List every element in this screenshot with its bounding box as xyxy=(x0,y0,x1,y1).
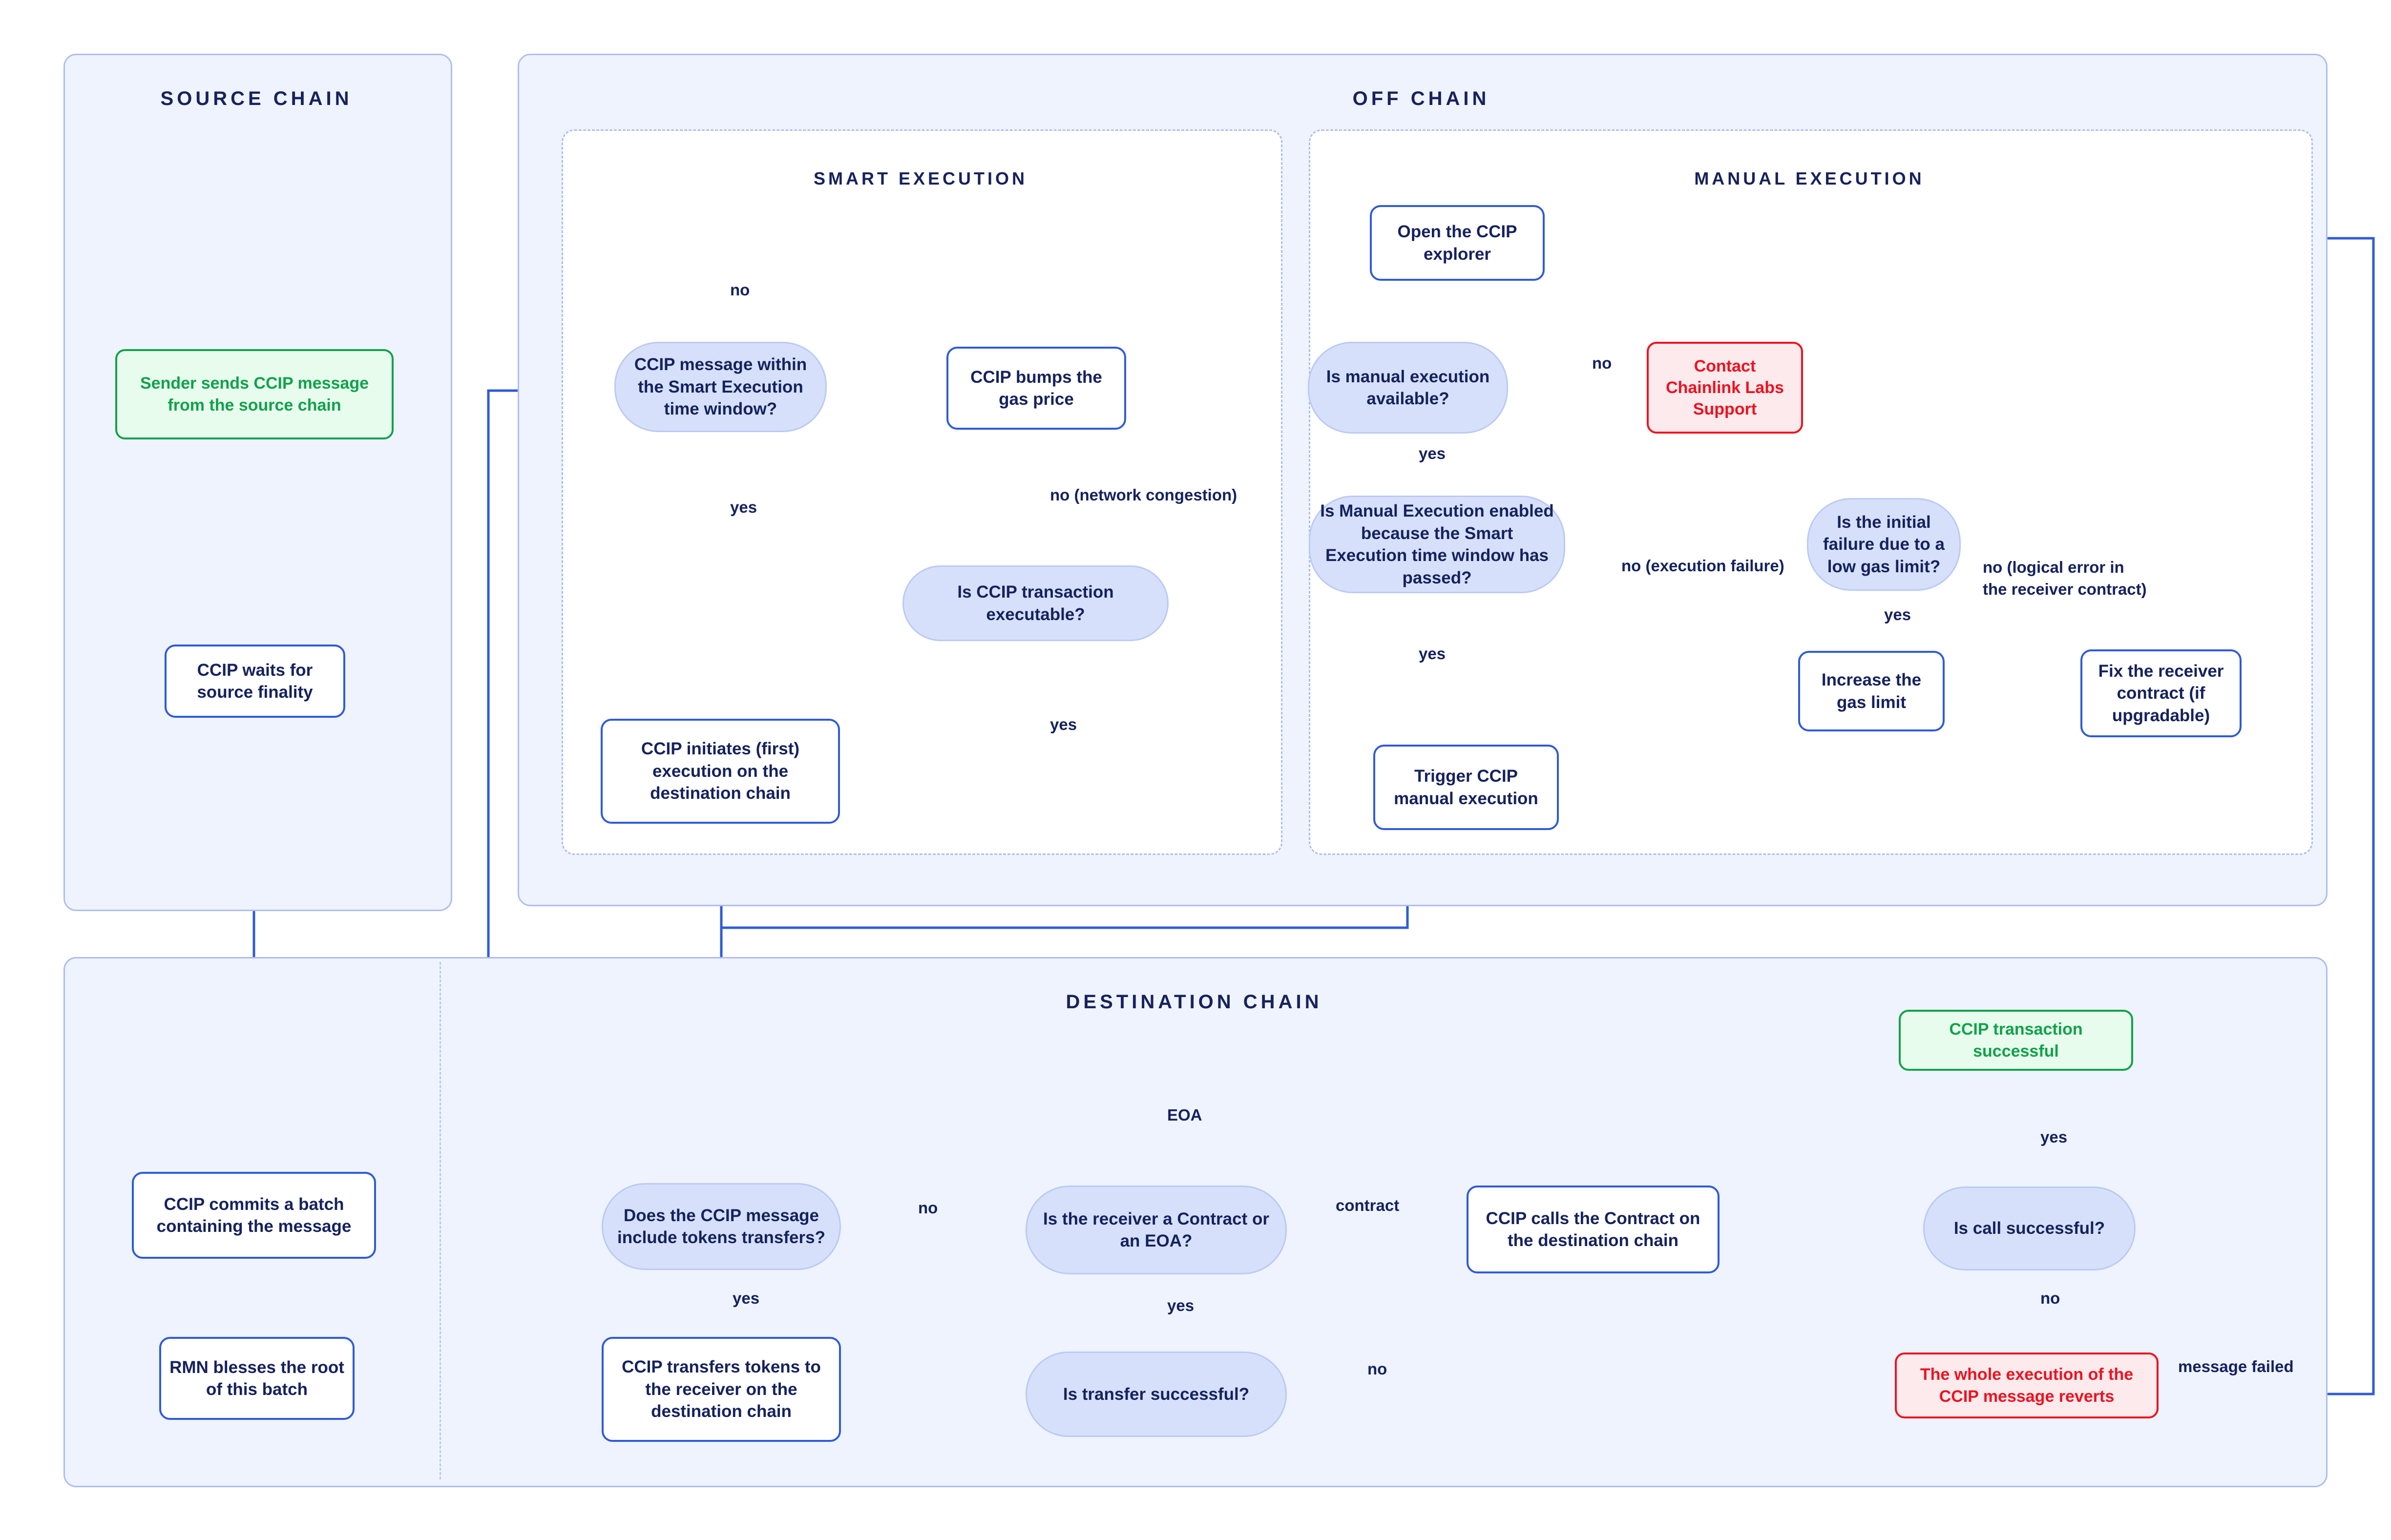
edge-label-include-tokens-yes: yes xyxy=(733,1289,760,1307)
node-execution-reverts-label: The whole execution of the CCIP message … xyxy=(1920,1365,2134,1406)
node-contact-chainlink-support-label: Contact Chainlink Labs Support xyxy=(1666,356,1784,419)
node-is-ccip-transaction-executable[interactable]: Is CCIP transaction executable? xyxy=(902,565,1169,641)
node-increase-gas-limit[interactable]: Increase the gas limit xyxy=(1798,651,1945,731)
node-is-call-successful-label: Is call successful? xyxy=(1953,1219,2105,1238)
node-increase-gas-limit-label: Increase the gas limit xyxy=(1821,670,1922,712)
edge-label-manual-available-yes: yes xyxy=(1419,444,1446,462)
edge-label-transfer-successful-no: no xyxy=(1367,1360,1387,1378)
node-ccip-waits-finality[interactable]: CCIP waits for source finality xyxy=(165,645,345,718)
node-does-message-include-tokens[interactable]: Does the CCIP message include tokens tra… xyxy=(602,1183,841,1270)
node-open-ccip-explorer-label: Open the CCIP explorer xyxy=(1397,222,1517,264)
edge-label-manual-available-no: no xyxy=(1592,354,1612,372)
node-is-receiver-contract-or-eoa-label: Is the receiver a Contract or an EOA? xyxy=(1043,1209,1269,1251)
lane-off-chain-title: OFF CHAIN xyxy=(1352,88,1490,109)
node-ccip-bumps-gas-price[interactable]: CCIP bumps the gas price xyxy=(946,347,1126,430)
edge-label-manual-enabled-no: no (execution failure) xyxy=(1621,557,1784,575)
edge-label-message-failed: message failed xyxy=(2178,1357,2294,1375)
lane-source-chain-title: SOURCE CHAIN xyxy=(160,88,353,109)
node-is-initial-failure-low-gas-label: Is the initial failure due to a low gas … xyxy=(1823,512,1945,576)
node-ccip-initiates-execution-label: CCIP initiates (first) execution on the … xyxy=(641,739,800,803)
node-fix-receiver-contract[interactable]: Fix the receiver contract (if upgradable… xyxy=(2080,649,2242,737)
node-within-smart-execution-window-label: CCIP message within the Smart Execution … xyxy=(634,355,807,419)
node-is-ccip-transaction-executable-label: Is CCIP transaction executable? xyxy=(957,583,1114,624)
node-ccip-waits-finality-label: CCIP waits for source finality xyxy=(197,660,313,702)
node-is-call-successful[interactable]: Is call successful? xyxy=(1923,1186,2136,1270)
node-within-smart-execution-window[interactable]: CCIP message within the Smart Execution … xyxy=(614,342,827,432)
node-is-transfer-successful[interactable]: Is transfer successful? xyxy=(1026,1352,1287,1437)
sublane-smart-execution-title: SMART EXECUTION xyxy=(813,168,1028,188)
edge-label-transfer-successful-yes: yes xyxy=(1167,1296,1195,1314)
edge-label-window-yes: yes xyxy=(730,498,757,516)
edge-label-call-successful-yes: yes xyxy=(2040,1128,2068,1146)
lane-destination-chain-title: DESTINATION CHAIN xyxy=(1066,991,1322,1013)
node-is-initial-failure-low-gas[interactable]: Is the initial failure due to a low gas … xyxy=(1807,498,1961,591)
node-sender-sends-message-label: Sender sends CCIP message from the sourc… xyxy=(140,374,369,415)
node-is-transfer-successful-label: Is transfer successful? xyxy=(1063,1384,1250,1404)
node-is-manual-execution-available[interactable]: Is manual execution available? xyxy=(1308,342,1508,434)
node-ccip-calls-contract-label: CCIP calls the Contract on the destinati… xyxy=(1486,1208,1700,1250)
edge-label-window-no: no xyxy=(730,281,750,299)
node-contact-chainlink-support[interactable]: Contact Chainlink Labs Support xyxy=(1647,342,1803,434)
edge-label-executable-no: no (network congestion) xyxy=(1050,486,1237,504)
node-ccip-transfers-tokens[interactable]: CCIP transfers tokens to the receiver on… xyxy=(602,1337,841,1442)
node-ccip-commits-batch[interactable]: CCIP commits a batch containing the mess… xyxy=(132,1172,376,1259)
edge-label-manual-enabled-yes: yes xyxy=(1419,645,1446,663)
node-trigger-manual-execution[interactable]: Trigger CCIP manual execution xyxy=(1373,745,1559,830)
node-is-manual-execution-enabled[interactable]: Is Manual Execution enabled because the … xyxy=(1309,496,1565,593)
node-is-receiver-contract-or-eoa[interactable]: Is the receiver a Contract or an EOA? xyxy=(1026,1186,1287,1274)
destination-lane-divider xyxy=(440,962,441,1479)
lane-source-chain xyxy=(63,54,452,911)
node-ccip-transaction-successful[interactable]: CCIP transaction successful xyxy=(1899,1010,2133,1071)
node-ccip-transfers-tokens-label: CCIP transfers tokens to the receiver on… xyxy=(622,1357,821,1421)
sublane-manual-execution-title: MANUAL EXECUTION xyxy=(1694,168,1925,188)
edge-label-initial-failure-no: no (logical error in the receiver contra… xyxy=(1983,558,2147,598)
node-ccip-initiates-execution[interactable]: CCIP initiates (first) execution on the … xyxy=(601,719,840,824)
node-ccip-bumps-gas-price-label: CCIP bumps the gas price xyxy=(970,367,1102,409)
node-ccip-transaction-successful-label: CCIP transaction successful xyxy=(1949,1020,2083,1061)
node-sender-sends-message[interactable]: Sender sends CCIP message from the sourc… xyxy=(115,349,394,439)
node-does-message-include-tokens-label: Does the CCIP message include tokens tra… xyxy=(617,1206,825,1248)
node-rmn-blesses-root-label: RMN blesses the root of this batch xyxy=(169,1357,344,1399)
edge-label-call-successful-no: no xyxy=(2040,1289,2060,1307)
edge-label-receiver-eoa: EOA xyxy=(1167,1106,1202,1124)
node-rmn-blesses-root[interactable]: RMN blesses the root of this batch xyxy=(159,1337,355,1420)
node-is-manual-execution-available-label: Is manual execution available? xyxy=(1326,367,1490,409)
edge-label-initial-failure-yes: yes xyxy=(1884,605,1911,624)
node-execution-reverts[interactable]: The whole execution of the CCIP message … xyxy=(1895,1353,2159,1418)
node-ccip-calls-contract[interactable]: CCIP calls the Contract on the destinati… xyxy=(1467,1186,1720,1273)
edge-label-receiver-contract: contract xyxy=(1336,1196,1400,1214)
node-is-manual-execution-enabled-label: Is Manual Execution enabled because the … xyxy=(1320,501,1554,587)
node-fix-receiver-contract-label: Fix the receiver contract (if upgradable… xyxy=(2098,661,2224,725)
node-open-ccip-explorer[interactable]: Open the CCIP explorer xyxy=(1370,205,1545,281)
node-ccip-commits-batch-label: CCIP commits a batch containing the mess… xyxy=(156,1194,352,1236)
edge-label-include-tokens-no: no xyxy=(918,1199,938,1217)
node-trigger-manual-execution-label: Trigger CCIP manual execution xyxy=(1394,767,1538,808)
edge-label-executable-yes: yes xyxy=(1050,715,1077,733)
